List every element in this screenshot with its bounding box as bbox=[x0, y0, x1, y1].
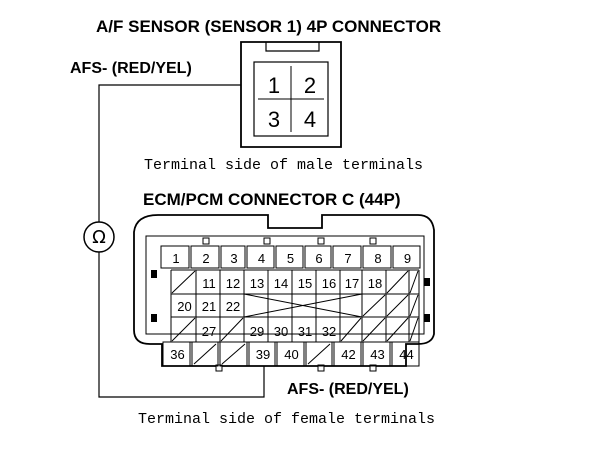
ohmmeter-icon bbox=[83, 221, 115, 253]
ecm-housing-key bbox=[369, 237, 377, 245]
ecm-pin-label: 15 bbox=[298, 276, 312, 291]
ecm-empty-cell-slash bbox=[409, 317, 419, 342]
ecm-pin-label: 8 bbox=[374, 251, 381, 266]
ecm-connector-title: ECM/PCM CONNECTOR C (44P) bbox=[143, 190, 401, 209]
afs-label-top: AFS- (RED/YEL) bbox=[70, 60, 192, 77]
probe-wire bbox=[98, 84, 265, 398]
ecm-pin-cell bbox=[248, 341, 276, 367]
ecm-housing-key bbox=[317, 364, 325, 372]
af-sensor-connector: 1 2 3 4 bbox=[240, 41, 342, 148]
ecm-pin-label: 16 bbox=[322, 276, 336, 291]
ecm-side-tab bbox=[424, 314, 430, 322]
ecm-empty-cell-slash bbox=[386, 294, 409, 317]
ecm-pin-label: 39 bbox=[256, 347, 270, 362]
ecm-pin-label: 27 bbox=[202, 324, 216, 339]
ecm-empty-cell-slash bbox=[193, 343, 217, 365]
ecm-pin-cell bbox=[162, 341, 191, 367]
ecm-pin-cell bbox=[332, 245, 362, 269]
ecm-pin-label: 2 bbox=[202, 251, 209, 266]
ecm-pin-label: 22 bbox=[226, 299, 240, 314]
ecm-pin-cell bbox=[362, 245, 392, 269]
ecm-pin-label: 32 bbox=[322, 324, 336, 339]
ecm-empty-cell-slash bbox=[386, 317, 409, 342]
ecm-side-tab bbox=[151, 270, 157, 278]
ecm-empty-cell-slash bbox=[340, 317, 362, 342]
ecm-pin-cell bbox=[362, 341, 391, 367]
ecm-pin-label: 3 bbox=[230, 251, 237, 266]
ecm-pin-cell bbox=[304, 245, 332, 269]
ohmmeter: Ω bbox=[83, 221, 115, 253]
ecm-pin-label: 44 bbox=[399, 347, 413, 362]
ecm-empty-cell-slash bbox=[362, 294, 386, 317]
ecm-pin-label: 6 bbox=[315, 251, 322, 266]
ecm-pin-label: 29 bbox=[250, 324, 264, 339]
ecm-empty-cell-slash bbox=[409, 270, 419, 294]
ecm-housing-key bbox=[202, 237, 210, 245]
ecm-blank-cross bbox=[243, 293, 363, 318]
ecm-pin-cell bbox=[333, 341, 362, 367]
ecm-pin-label: 4 bbox=[258, 251, 265, 266]
ecm-side-tab bbox=[424, 278, 430, 286]
ohm-symbol: Ω bbox=[92, 227, 106, 248]
ecm-connector-marks bbox=[151, 237, 430, 372]
ecm-empty-cell-slash bbox=[171, 270, 196, 294]
ecm-pin-label: 20 bbox=[177, 299, 191, 314]
ecm-empty-cell-slash bbox=[171, 317, 196, 342]
ecm-housing-key bbox=[215, 364, 223, 372]
ecm-pin-cell bbox=[305, 341, 333, 367]
ecm-pin-label: 9 bbox=[404, 251, 411, 266]
ecm-pin-cell bbox=[160, 245, 190, 269]
af-pin: 1 bbox=[268, 73, 280, 98]
ecm-pin-cell bbox=[219, 341, 248, 367]
ecm-pin-label: 14 bbox=[274, 276, 288, 291]
ecm-pin-label: 17 bbox=[345, 276, 359, 291]
ecm-empty-cell-slash bbox=[220, 317, 244, 342]
ecm-pin-label: 5 bbox=[287, 251, 294, 266]
ecm-pin-cell bbox=[191, 341, 219, 367]
ecm-empty-cell-slash bbox=[362, 317, 386, 342]
af-connector-latch bbox=[265, 42, 320, 52]
ecm-pin-label: 13 bbox=[250, 276, 264, 291]
ecm-pin-label: 1 bbox=[172, 251, 179, 266]
ecm-pin-label: 7 bbox=[344, 251, 351, 266]
af-pin: 2 bbox=[304, 73, 316, 98]
ecm-pin-label: 30 bbox=[274, 324, 288, 339]
ecm-pin-cell bbox=[190, 245, 220, 269]
ecm-pin-label: 43 bbox=[370, 347, 384, 362]
afs-label-bottom: AFS- (RED/YEL) bbox=[287, 381, 409, 398]
ecm-pin-label: 40 bbox=[284, 347, 298, 362]
af-pin: 4 bbox=[304, 107, 316, 132]
ecm-empty-cell-slash bbox=[409, 294, 419, 317]
ecm-pin-grid bbox=[160, 245, 421, 367]
ecm-pin-cell bbox=[220, 245, 246, 269]
ecm-empty-cell-slash bbox=[386, 270, 409, 294]
ecm-pin-label: 18 bbox=[368, 276, 382, 291]
ecm-pin-label: 36 bbox=[170, 347, 184, 362]
af-pin: 3 bbox=[268, 107, 280, 132]
ecm-housing-key bbox=[317, 237, 325, 245]
female-terminals-caption: Terminal side of female terminals bbox=[138, 411, 435, 428]
ecm-pin-label: 12 bbox=[226, 276, 240, 291]
ecm-housing-key bbox=[369, 364, 377, 372]
ecm-pin-label: 42 bbox=[341, 347, 355, 362]
ecm-pin-cell bbox=[246, 245, 275, 269]
ecm-pin-cell bbox=[391, 341, 420, 367]
ecm-empty-cell-slash bbox=[221, 343, 246, 365]
ecm-housing-key bbox=[263, 237, 271, 245]
af-connector-title: A/F SENSOR (SENSOR 1) 4P CONNECTOR bbox=[96, 17, 441, 36]
ecm-side-tab bbox=[151, 314, 157, 322]
ecm-pin-label: 21 bbox=[202, 299, 216, 314]
ecm-pin-cell bbox=[276, 341, 305, 367]
ecm-pin-label: 11 bbox=[202, 276, 216, 291]
ecm-connector-housing bbox=[133, 214, 435, 367]
ecm-empty-cell-slash bbox=[307, 343, 331, 365]
ecm-pin-label: 31 bbox=[298, 324, 312, 339]
male-terminals-caption: Terminal side of male terminals bbox=[144, 157, 423, 174]
ecm-pin-cell bbox=[275, 245, 304, 269]
ecm-pin-cell bbox=[392, 245, 421, 269]
